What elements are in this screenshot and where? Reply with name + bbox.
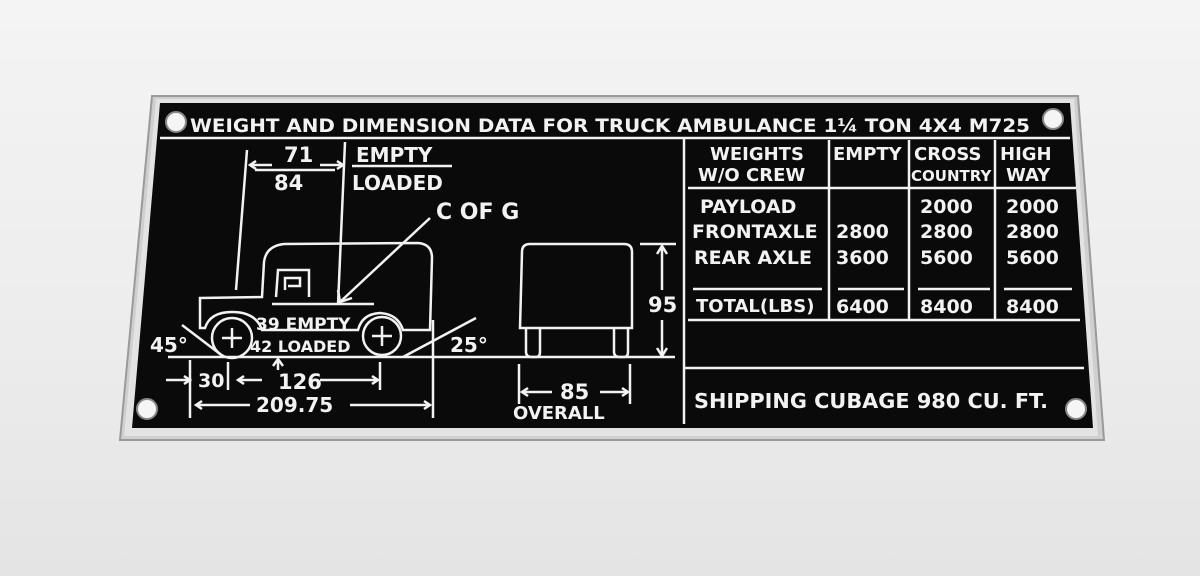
row-label-rearaxle: REAR AXLE — [694, 247, 812, 269]
cg-top-upper: 71 — [284, 143, 313, 167]
total-cross: 8400 — [920, 296, 973, 318]
rear-wheel — [361, 315, 403, 357]
header-empty: EMPTY — [833, 144, 903, 165]
rear-view-drawing — [517, 242, 676, 404]
rear-height: 95 — [648, 293, 677, 317]
row-label-total: TOTAL(LBS) — [696, 296, 814, 317]
hole-icon — [1065, 398, 1087, 420]
overall-length: 209.75 — [256, 393, 333, 417]
cg-ref-line — [234, 149, 249, 291]
header-wo-crew: W/O CREW — [698, 165, 805, 186]
cg-ref-line — [336, 141, 347, 306]
hole-icon — [1042, 108, 1064, 130]
cg-top-lower: 84 — [274, 171, 303, 195]
weights-table-grid — [688, 140, 1080, 322]
section-dividers — [682, 138, 1084, 424]
cg-height-loaded: 42 LOADED — [250, 337, 351, 356]
header-cross: CROSS — [914, 144, 982, 165]
header-high: HIGH — [1000, 144, 1052, 165]
header-weights: WEIGHTS — [710, 144, 804, 165]
hole-icon — [136, 398, 158, 420]
rearaxle-empty: 3600 — [836, 247, 889, 269]
plate-title: WEIGHT AND DIMENSION DATA FOR TRUCK AMBU… — [190, 115, 1030, 137]
frontaxle-empty: 2800 — [836, 221, 889, 243]
payload-high: 2000 — [1006, 196, 1059, 218]
row-label-payload: PAYLOAD — [700, 196, 796, 218]
header-country: COUNTRY — [911, 167, 992, 185]
rear-wheel-right — [612, 328, 630, 359]
cab-window-frame — [283, 276, 302, 290]
total-high: 8400 — [1006, 296, 1059, 318]
front-overhang: 30 — [198, 370, 224, 392]
rearaxle-cross: 5600 — [920, 247, 973, 269]
rear-width-label: OVERALL — [513, 403, 605, 424]
payload-cross: 2000 — [920, 196, 973, 218]
plate-face — [132, 103, 1093, 428]
front-wheel — [210, 316, 254, 360]
wheelbase: 126 — [278, 370, 322, 394]
cg-height-empty: 39 EMPTY — [256, 315, 351, 335]
rear-wheel-left — [524, 328, 542, 359]
cg-label: C OF G — [436, 200, 519, 225]
empty-label: EMPTY — [356, 143, 433, 167]
frontaxle-high: 2800 — [1006, 221, 1059, 243]
truck-body — [198, 241, 434, 332]
departure-angle: 25° — [450, 333, 488, 357]
total-empty: 6400 — [836, 296, 889, 318]
rear-width: 85 — [560, 380, 589, 404]
shipping-cubage: SHIPPING CUBAGE 980 CU. FT. — [694, 389, 1048, 413]
cab-window — [274, 268, 311, 298]
hole-icon — [165, 111, 187, 133]
side-view-drawing — [166, 141, 675, 418]
rearaxle-high: 5600 — [1006, 247, 1059, 269]
header-way: WAY — [1006, 165, 1051, 186]
frontaxle-cross: 2800 — [920, 221, 973, 243]
weights-table: WEIGHTS W/O CREW EMPTY CROSS COUNTRY HIG… — [692, 144, 1059, 318]
row-label-frontaxle: FRONTAXLE — [692, 221, 818, 243]
loaded-label: LOADED — [352, 171, 443, 195]
approach-angle: 45° — [150, 333, 188, 357]
mounting-holes — [136, 108, 1087, 420]
rear-body — [518, 242, 634, 330]
